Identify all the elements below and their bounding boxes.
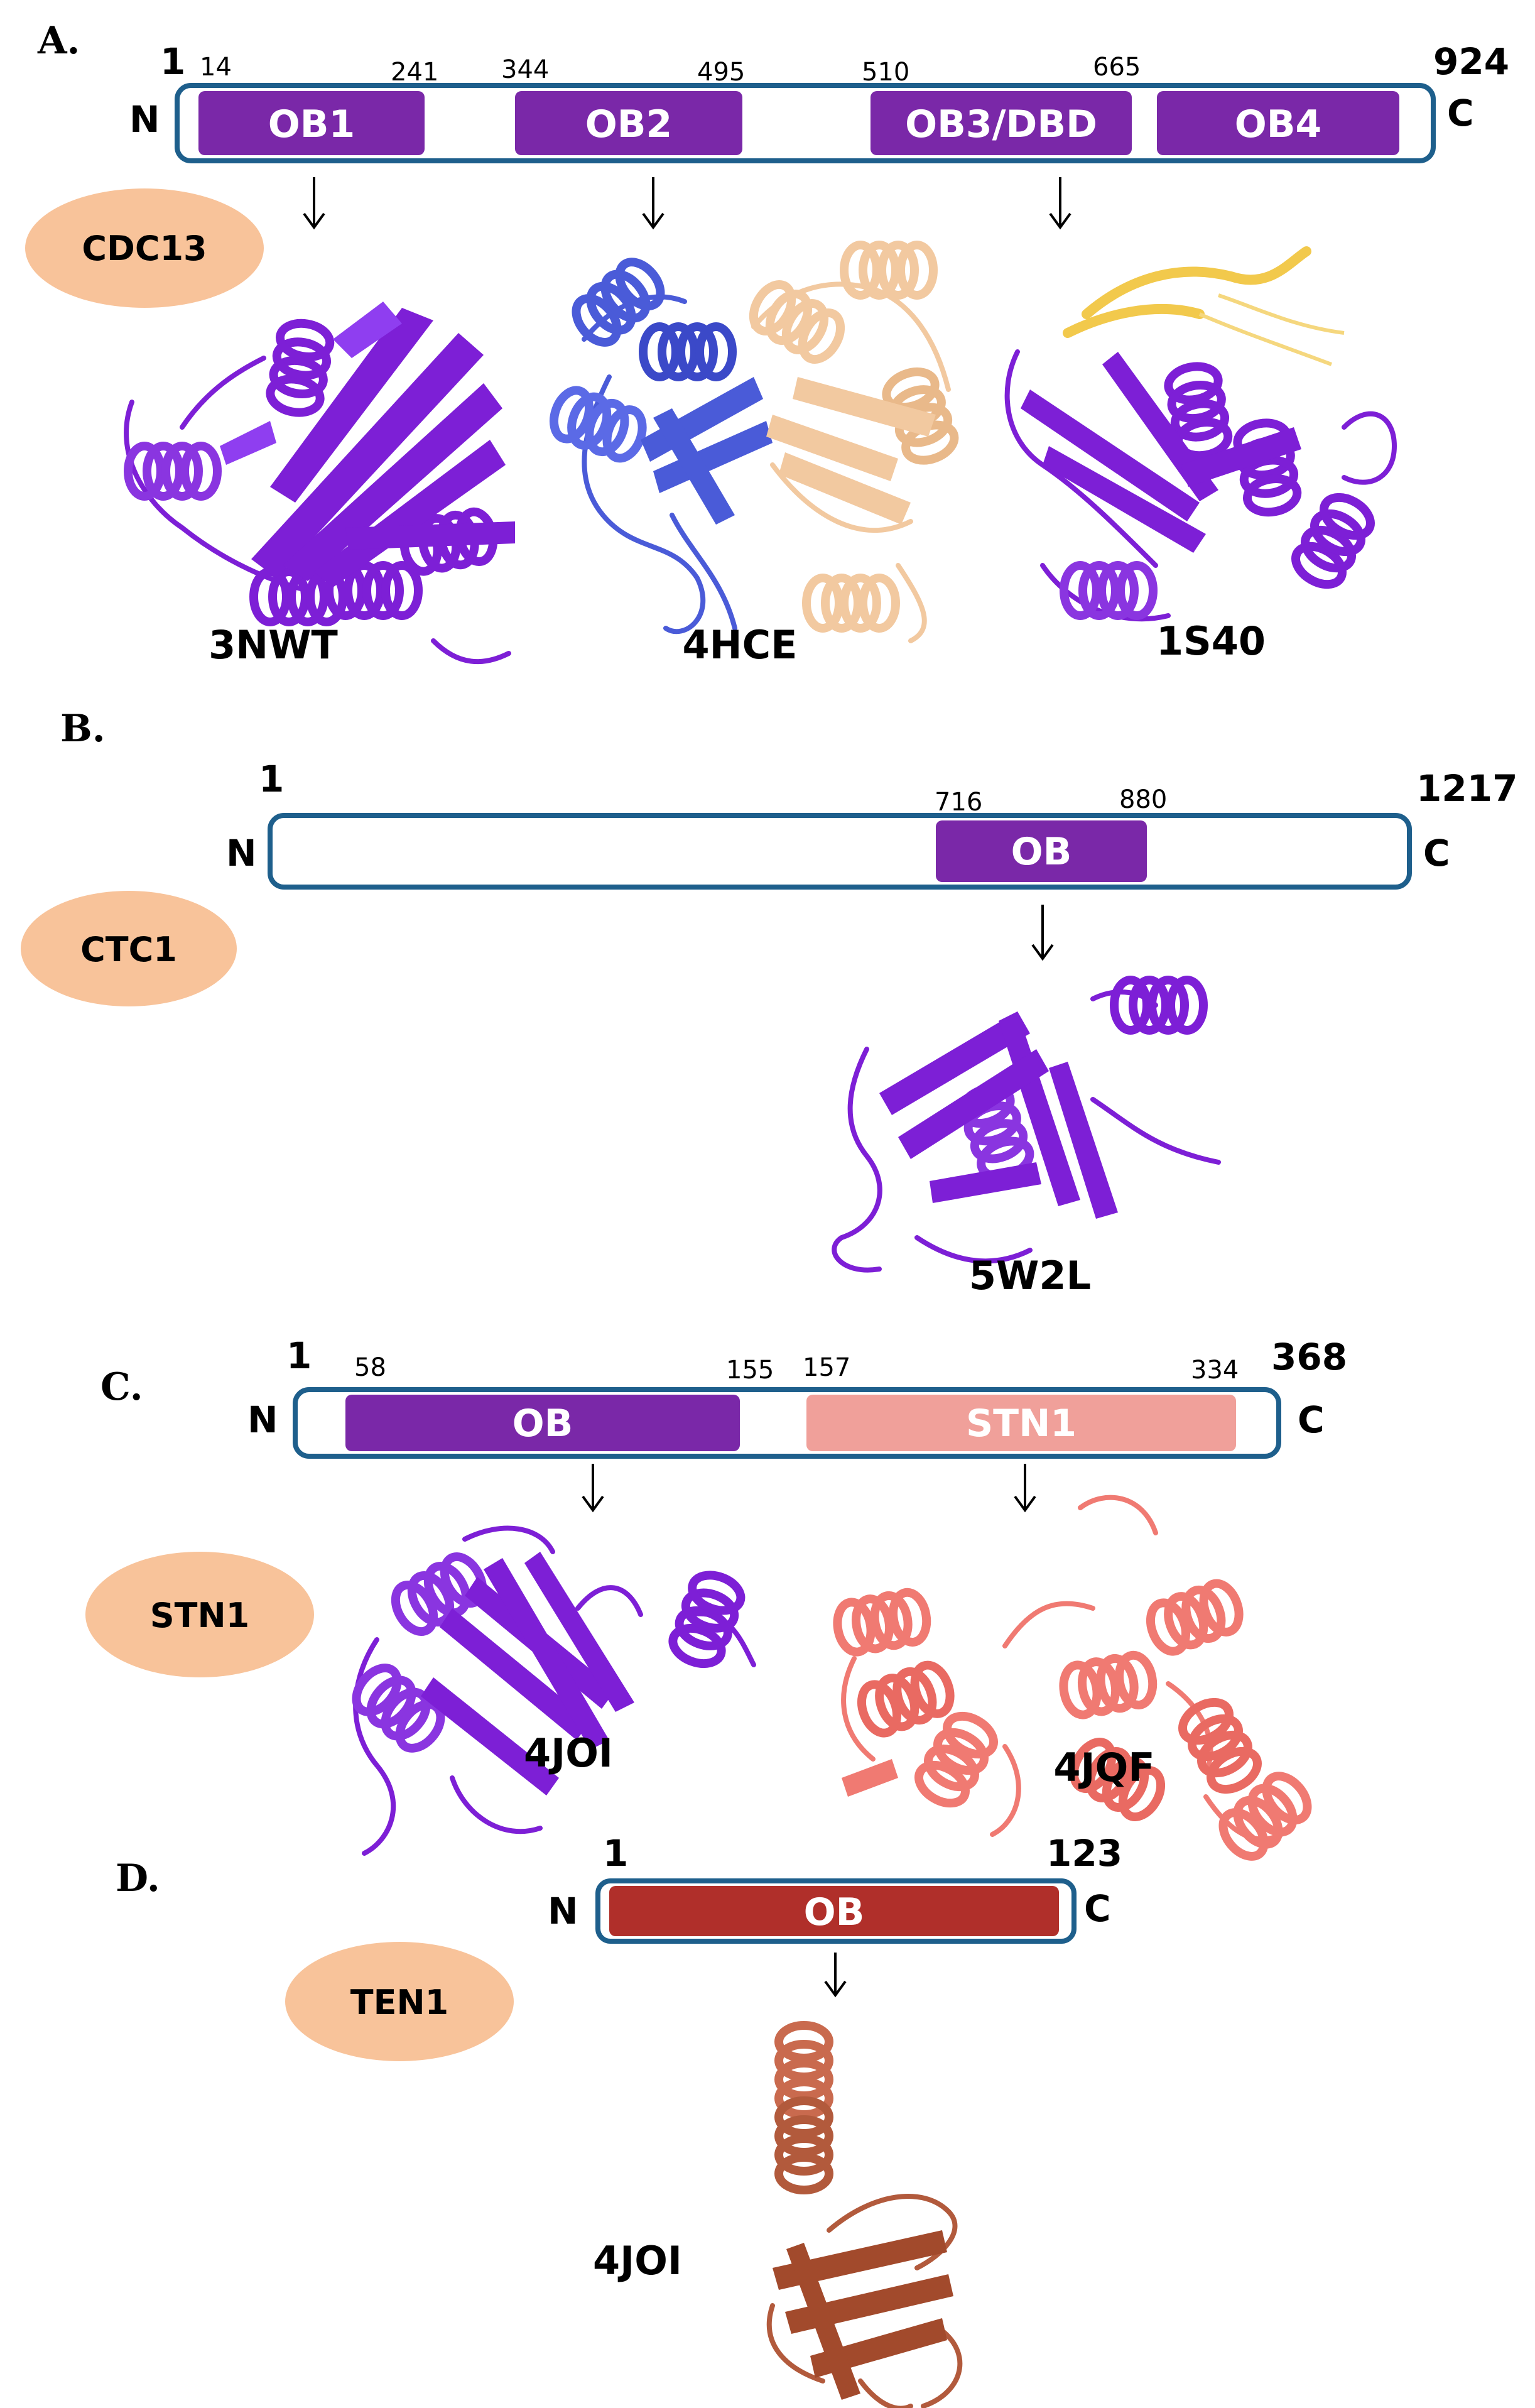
protein-name: CTC1 <box>80 930 177 969</box>
c-terminus-label: C <box>1447 92 1474 134</box>
domain-start-position: 510 <box>862 58 909 87</box>
dna-bound-structure-icon <box>1004 246 1397 622</box>
domain-start-position: 344 <box>501 55 549 84</box>
arrow-icon <box>642 177 664 230</box>
panel-c: C. 1 58 155 157 334 368 N C OB STN1 STN1 <box>85 1334 1347 1864</box>
domain-ob2 <box>515 91 742 155</box>
domain-label: OB <box>513 1402 573 1446</box>
protein-name: STN1 <box>150 1596 250 1635</box>
arrow-icon <box>582 1464 604 1513</box>
panel-letter: D. <box>116 1856 160 1900</box>
panel-a: A. 1 14 241 344 495 510 665 924 N C OB1 … <box>25 19 1509 668</box>
panel-d: D. 1 123 N C OB TEN1 <box>116 1832 1122 2408</box>
panel-letter: C. <box>100 1365 143 1409</box>
end-position: 123 <box>1046 1832 1122 1875</box>
start-position: 1 <box>286 1334 312 1377</box>
n-terminus-label: N <box>247 1398 278 1441</box>
domain-end-position: 880 <box>1119 785 1167 814</box>
domain-stn1 <box>806 1395 1236 1451</box>
ob-fold-structure-icon <box>766 2025 963 2408</box>
dimer-structure-icon <box>548 245 959 643</box>
domain-start-position: 157 <box>803 1353 850 1382</box>
n-terminus-label: N <box>129 98 160 141</box>
end-position: 924 <box>1433 40 1509 83</box>
protein-name-ellipse <box>25 188 264 308</box>
domain-start-position: 716 <box>935 788 982 817</box>
helical-structure-icon <box>833 1495 1315 1865</box>
domain-ob3-dbd <box>871 91 1132 155</box>
n-terminus-label: N <box>226 832 257 874</box>
arrow-icon <box>1049 177 1071 230</box>
protein-name: TEN1 <box>350 1983 449 2022</box>
pdb-id: 1S40 <box>1156 618 1266 664</box>
domain-label: OB3/DBD <box>905 102 1097 146</box>
n-terminus-label: N <box>548 1890 578 1932</box>
domain-ob1 <box>198 91 425 155</box>
ob-fold-structure-icon <box>126 302 515 665</box>
protein-name-ellipse <box>85 1552 314 1677</box>
end-position: 368 <box>1271 1336 1347 1378</box>
pdb-id: 4JQF <box>1053 1745 1154 1790</box>
ob-fold-structure-icon <box>832 980 1221 1273</box>
domain-label: OB <box>1011 830 1072 874</box>
domain-ob <box>345 1395 740 1451</box>
pdb-id: 3NWT <box>209 622 338 668</box>
arrow-icon <box>1031 905 1054 961</box>
domain-label: OB <box>804 1890 865 1934</box>
domain-label: STN1 <box>966 1402 1077 1446</box>
domain-end-position: 665 <box>1093 53 1141 82</box>
domain-start-position: 14 <box>200 53 232 82</box>
domain-ob4 <box>1157 91 1399 155</box>
protein-name-ellipse <box>285 1942 514 2061</box>
protein-name: CDC13 <box>82 229 207 268</box>
pdb-id: 4HCE <box>683 622 798 668</box>
start-position: 1 <box>259 758 284 800</box>
domain-end-position: 155 <box>726 1356 774 1385</box>
domain-ob <box>936 820 1147 882</box>
domain-ob <box>609 1886 1059 1936</box>
domain-label: OB2 <box>585 102 673 146</box>
arrow-icon <box>303 177 325 230</box>
pdb-id: 5W2L <box>969 1253 1091 1299</box>
c-terminus-label: C <box>1084 1887 1111 1930</box>
pdb-id: 4JOI <box>593 2238 682 2284</box>
panel-letter: A. <box>37 19 80 63</box>
ob-fold-structure-icon <box>348 1525 756 1856</box>
panel-letter: B. <box>60 707 106 751</box>
domain-end-position: 241 <box>391 58 438 87</box>
domain-label: OB1 <box>268 102 355 146</box>
arrow-icon <box>1014 1464 1036 1513</box>
domain-start-position: 58 <box>354 1353 386 1382</box>
arrow-icon <box>824 1953 847 1998</box>
end-position: 1217 <box>1416 767 1517 810</box>
domain-label: OB4 <box>1235 102 1322 146</box>
start-position: 1 <box>603 1832 628 1875</box>
domain-end-position: 495 <box>697 58 745 87</box>
protein-name-ellipse <box>21 891 237 1006</box>
protein-bar <box>268 813 1412 890</box>
c-terminus-label: C <box>1298 1398 1325 1441</box>
panel-b: B. 1 716 880 1217 N C OB CTC1 <box>21 707 1517 1299</box>
start-position: 1 <box>160 40 185 83</box>
domain-end-position: 334 <box>1191 1356 1239 1385</box>
pdb-id: 4JOI <box>524 1730 613 1776</box>
c-terminus-label: C <box>1423 832 1450 874</box>
